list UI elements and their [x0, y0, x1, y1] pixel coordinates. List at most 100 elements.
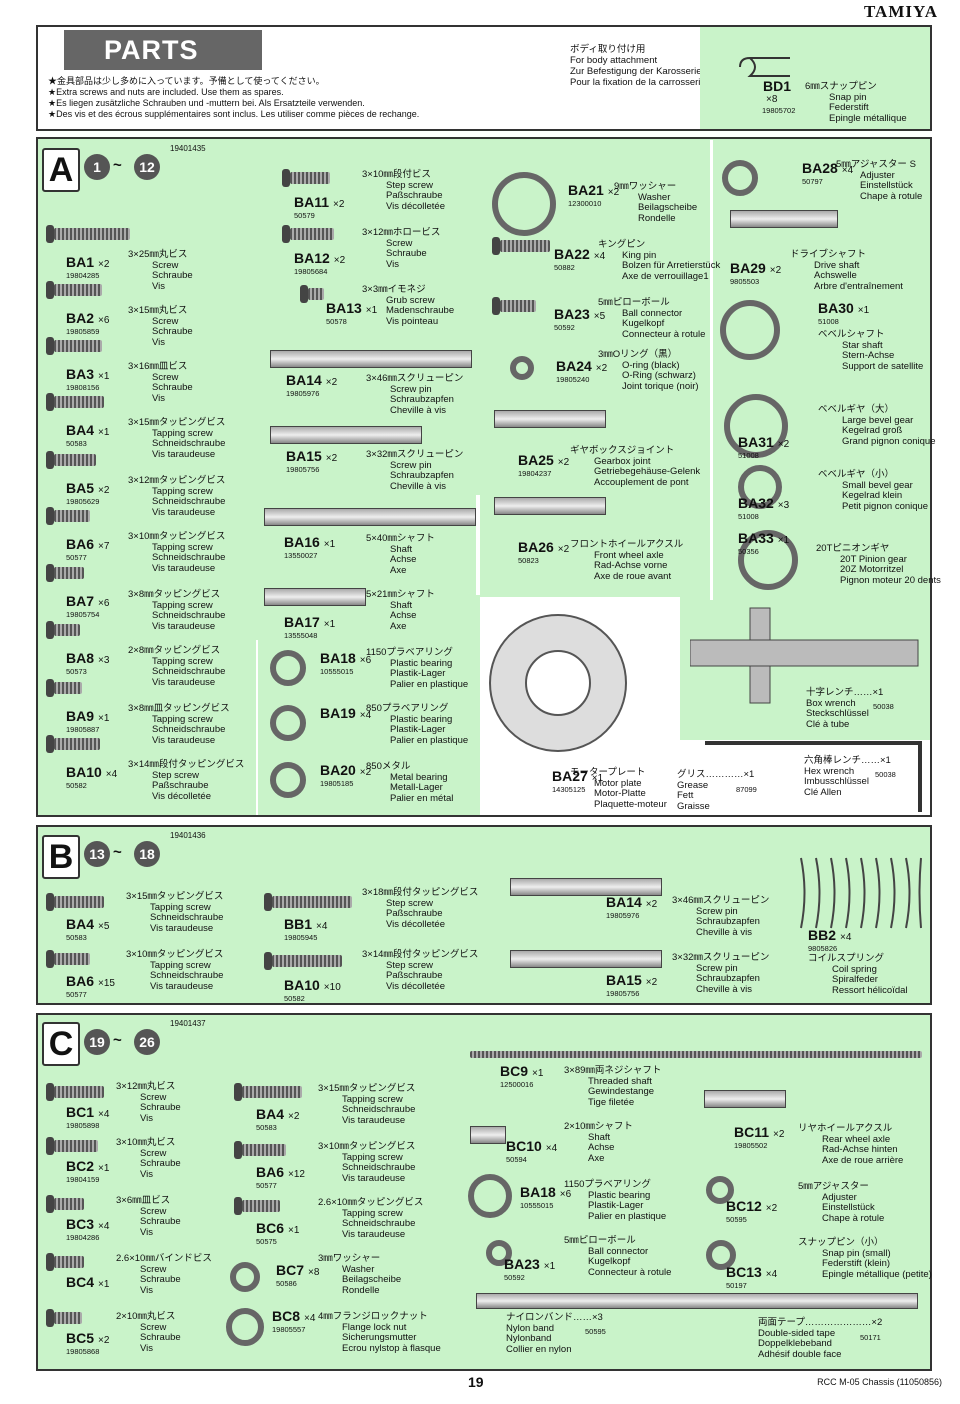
screw-icon	[272, 955, 342, 967]
shaft-icon	[510, 878, 662, 896]
screw-icon	[54, 454, 96, 466]
part-qty: ×6	[359, 655, 372, 666]
part-qty: ×1	[777, 535, 790, 546]
part-qty: ×2	[325, 377, 338, 388]
part-number: 50577	[66, 990, 87, 999]
part-qty: ×1	[323, 619, 336, 630]
part-code: BA19×4	[320, 705, 372, 721]
screw-head-icon	[46, 950, 54, 968]
note-fr: ★Des vis et des écrous supplémentaires s…	[48, 109, 420, 119]
part-qty: ×1	[323, 539, 336, 550]
part-qty: ×4	[840, 932, 852, 943]
part-code: BA9×1	[66, 708, 110, 724]
section-b	[36, 825, 932, 1005]
shaft-icon	[494, 497, 606, 515]
screw-head-icon	[300, 285, 308, 303]
part-number: 50197	[726, 1281, 747, 1290]
part-number: 50586	[276, 1279, 297, 1288]
tool-grease-num: 87099	[736, 785, 757, 794]
screw-head-icon	[46, 225, 54, 243]
part-qty: ×7	[98, 541, 110, 552]
coil-spring-icon	[800, 857, 922, 929]
part-qty: ×10	[323, 982, 341, 993]
body-attach-jp: ボディ取り付け用	[570, 44, 646, 55]
step-from-c: 19	[84, 1029, 110, 1055]
part-code: BC5×2	[66, 1330, 110, 1346]
ring-icon	[720, 300, 780, 360]
screw-head-icon	[46, 281, 54, 299]
part-qty: ×4	[98, 1221, 110, 1232]
screw-head-icon	[46, 679, 54, 697]
screw-icon	[54, 682, 82, 694]
part-number: 50882	[554, 263, 575, 272]
part-code: BA20×2	[320, 762, 372, 778]
part-number: 50594	[506, 1155, 527, 1164]
screw-head-icon	[234, 1197, 242, 1215]
shaft-icon	[510, 950, 662, 968]
ring-icon	[510, 356, 534, 380]
box-wrench-icon	[690, 607, 919, 704]
part-qty: ×2	[98, 259, 110, 270]
part-qty: ×6	[98, 315, 110, 326]
part-number: 13555048	[284, 631, 318, 640]
ring-icon	[486, 1240, 512, 1266]
screw-head-icon	[46, 1195, 54, 1213]
screw-icon	[54, 567, 84, 579]
part-number: 19805887	[66, 725, 100, 734]
body-attach-en: For body attachment	[570, 55, 658, 66]
part-qty: ×15	[98, 978, 115, 989]
screw-head-icon	[46, 393, 54, 411]
part-number: 19805756	[606, 989, 640, 998]
screw-icon	[54, 228, 130, 240]
screw-head-icon	[264, 893, 272, 911]
part-code: BA10×10	[284, 977, 341, 993]
screw-head-icon	[46, 1083, 54, 1101]
part-code: BA16×1	[284, 534, 336, 550]
part-code: BA1×2	[66, 254, 110, 270]
part-code: BA30×1	[818, 300, 870, 316]
section-a-divider-vert	[710, 140, 713, 600]
part-number: 10555015	[320, 667, 354, 676]
part-number: 10555015	[520, 1201, 554, 1210]
part-qty: ×2	[607, 187, 620, 198]
shaft-icon	[470, 1126, 506, 1144]
part-code: BA6×7	[66, 536, 110, 552]
part-qty: ×2	[333, 199, 345, 210]
screw-head-icon	[46, 507, 54, 525]
part-code: BC2×1	[66, 1158, 110, 1174]
brand-logo: TAMIYA	[863, 2, 938, 21]
section-a-white-tools	[676, 740, 930, 815]
part-code: BA21×2	[568, 182, 620, 198]
part-qty: ×2	[645, 977, 658, 988]
part-qty: ×1	[98, 713, 110, 724]
part-code: BC9×1	[500, 1063, 544, 1079]
section-b-letter: B	[42, 835, 80, 879]
ring-icon	[706, 1176, 734, 1204]
part-qty: ×2	[765, 1203, 778, 1214]
screw-icon	[54, 953, 90, 965]
part-qty: ×2	[777, 439, 790, 450]
part-number: 19805898	[66, 1121, 100, 1130]
threaded-shaft-icon	[470, 1051, 922, 1058]
part-qty: ×2	[595, 363, 608, 374]
ring-icon	[270, 762, 306, 798]
screw-head-icon	[46, 1137, 54, 1155]
screw-head-icon	[234, 1083, 242, 1101]
part-qty: ×4	[359, 710, 372, 721]
